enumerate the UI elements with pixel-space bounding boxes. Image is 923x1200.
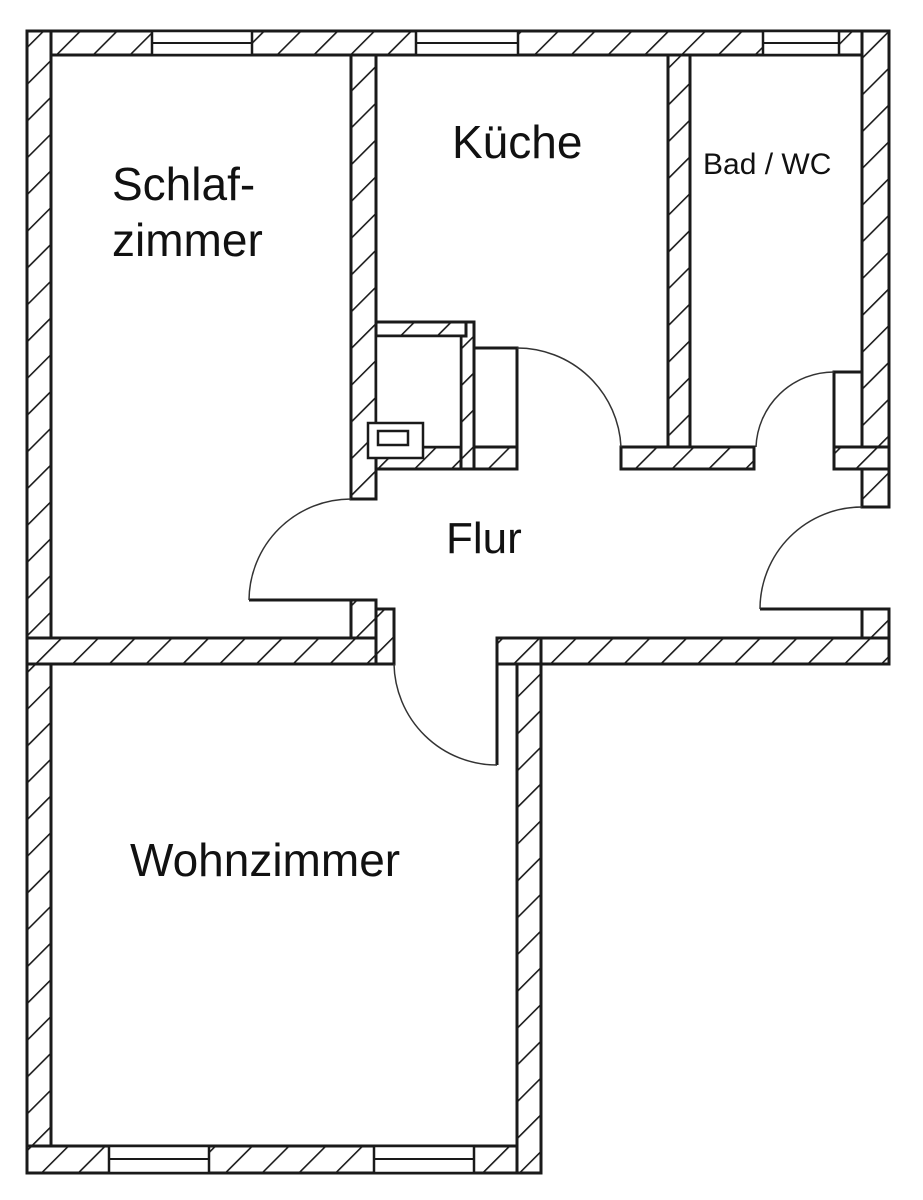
label-wohnzimmer: Wohnzimmer (130, 834, 400, 886)
wall-kueche-jamb (459, 320, 476, 471)
label-bad: Bad / WC (703, 148, 831, 181)
door-schlafzimmer-swing (248, 498, 352, 601)
wall-kueche-bottom (619, 445, 756, 471)
door-entrance-swing (759, 506, 863, 610)
wall-wohnzimmer-right (515, 639, 543, 1175)
wall-bad-jamb (832, 370, 864, 449)
wall-flur-bottom-right (495, 636, 891, 666)
label-flur: Flur (446, 514, 522, 563)
outer-wall-left (25, 29, 53, 1175)
label-schlafzimmer-line2: zimmer (112, 214, 263, 266)
wall-kueche-bad (666, 53, 692, 471)
stove-inner (376, 429, 410, 447)
wall-wohnzimmer-top-right (495, 636, 543, 666)
wall-bad-bottom (832, 445, 891, 471)
wall-flur-right-jamb-top (860, 467, 891, 509)
label-schlafzimmer-line1: Schlaf- (112, 158, 255, 210)
outer-wall-right-upper (860, 29, 891, 509)
wall-schlafzimmer-kueche (349, 53, 378, 501)
label-kueche: Küche (452, 116, 582, 168)
wall-chimney-top (374, 320, 468, 338)
wall-schlafzimmer-flur-stub (349, 598, 378, 642)
door-wohnzimmer-swing (393, 663, 498, 766)
wall-kueche-jamb-right (472, 346, 519, 449)
door-kueche-swing (516, 347, 622, 448)
door-bad-swing (755, 371, 835, 448)
wall-flur-jamb-left (374, 607, 396, 666)
wall-schlafzimmer-wohnzimmer (25, 636, 396, 666)
